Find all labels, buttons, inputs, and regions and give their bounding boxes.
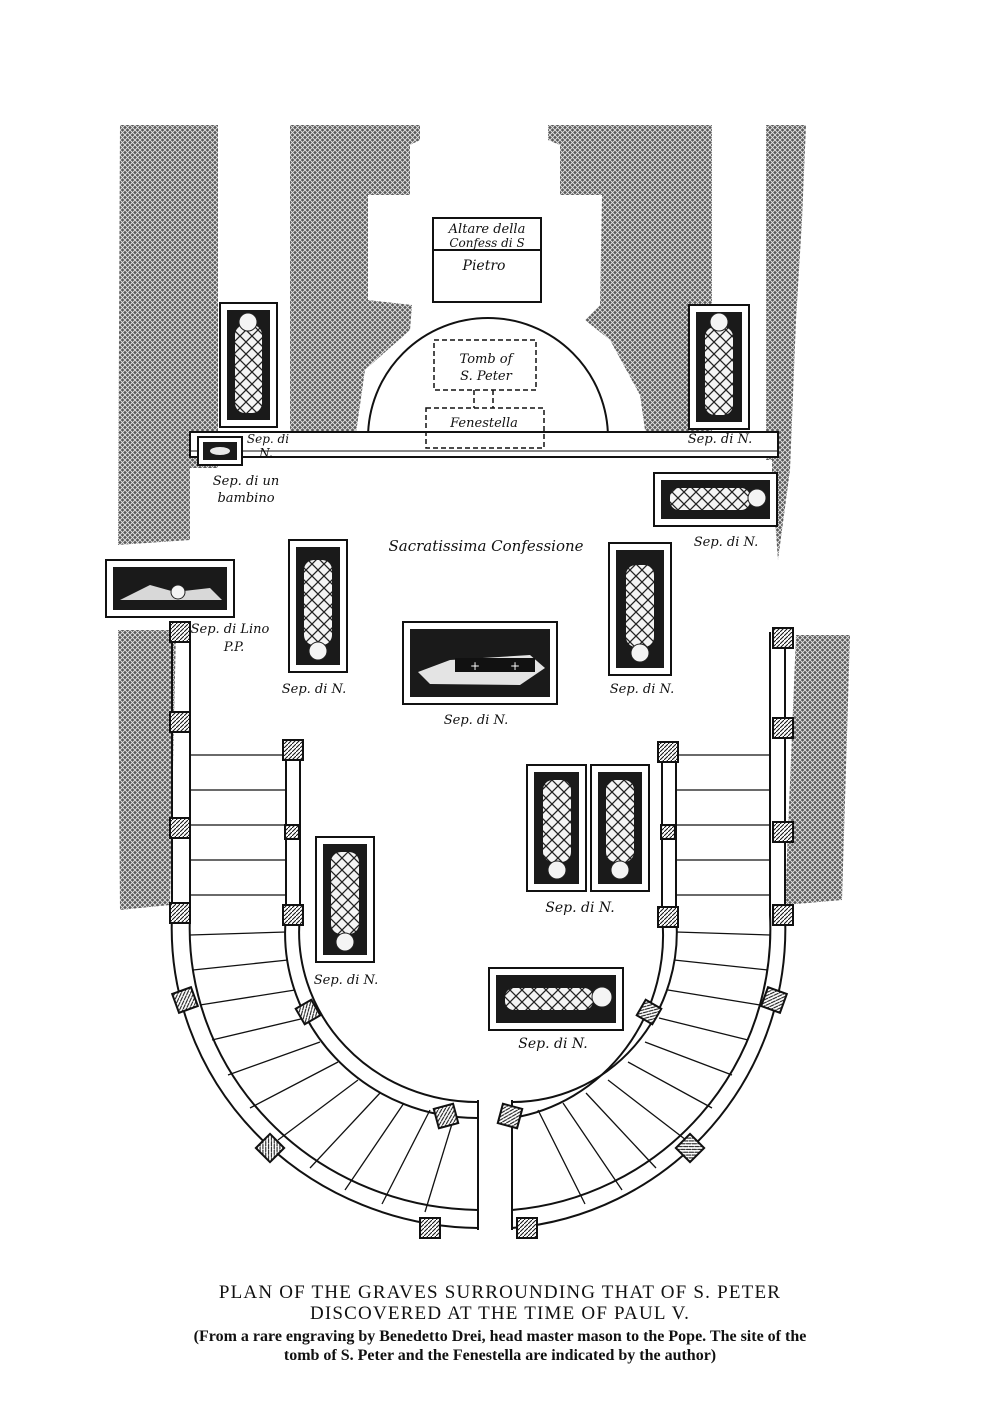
tomb-of-s-peter-label: S. Peter — [460, 369, 512, 384]
grave-label: Sep. di N. — [314, 973, 378, 988]
masonry-walls — [118, 125, 850, 910]
grave-label: Sep. di Lino — [191, 622, 270, 637]
grave-label: Sep. di N. — [610, 682, 674, 697]
grave-pair-right — [590, 764, 650, 892]
curved-stairways — [170, 632, 787, 1230]
grave-lino — [105, 559, 235, 618]
caption-note-line: (From a rare engraving by Benedetto Drei… — [193, 1328, 807, 1345]
altar-label: Altare della — [448, 222, 526, 237]
grave-center: + + — [402, 621, 558, 705]
svg-text:+: + — [470, 659, 480, 673]
grave-label: Sep. di — [247, 432, 289, 446]
grave-left-mid — [288, 539, 348, 673]
caption-title-line: DISCOVERED AT THE TIME OF PAUL V. — [309, 1303, 691, 1324]
tomb-and-fenestella-outline — [425, 339, 545, 449]
altar-label: Confess di S — [449, 236, 524, 250]
altar-label: Pietro — [462, 258, 506, 274]
grave-label: N. — [258, 446, 273, 460]
grave-right-mid — [608, 542, 672, 676]
grave-label: Sep. di N. — [444, 713, 508, 728]
grave-upper-left — [219, 302, 278, 428]
grave-lower-center — [488, 967, 624, 1031]
fenestella-label: Fenestella — [449, 416, 518, 431]
caption-title-line: PLAN OF THE GRAVES SURROUNDING THAT OF S… — [218, 1282, 782, 1303]
grave-label: Sep. di N. — [694, 535, 758, 550]
plan-labels: Altare della Confess di S Pietro Tomb of… — [191, 222, 759, 1052]
tomb-of-s-peter-label: Tomb of — [460, 352, 515, 367]
stair-steps — [189, 754, 771, 1213]
grave-right-horizontal — [653, 472, 778, 527]
grave-label: P.P. — [223, 640, 245, 655]
stair-pillars — [169, 621, 794, 1239]
caption-title: PLAN OF THE GRAVES SURROUNDING THAT OF S… — [0, 1282, 1000, 1324]
caption-note-line: tomb of S. Peter and the Fenestella are … — [283, 1347, 717, 1364]
grave-lower-left — [315, 836, 375, 963]
grave-pair-left — [526, 764, 587, 892]
caption-note: (From a rare engraving by Benedetto Drei… — [0, 1327, 1000, 1365]
grave-bambino — [197, 436, 243, 466]
grave-label: Sep. di N. — [282, 682, 346, 697]
grave-label: bambino — [217, 491, 274, 506]
grave-label: Sep. di N. — [688, 432, 752, 447]
sacratissima-confessione-label: Sacratissima Confessione — [388, 537, 583, 555]
grave-upper-right — [688, 304, 750, 430]
graves-plan-engraving: + + Altare della Confess di S Pietro Tom — [105, 125, 850, 1239]
grave-label: Sep. di N. — [545, 900, 614, 916]
grave-label: Sep. di un — [213, 474, 280, 489]
grave-label: Sep. di N. — [518, 1036, 587, 1052]
svg-text:+: + — [510, 659, 520, 673]
